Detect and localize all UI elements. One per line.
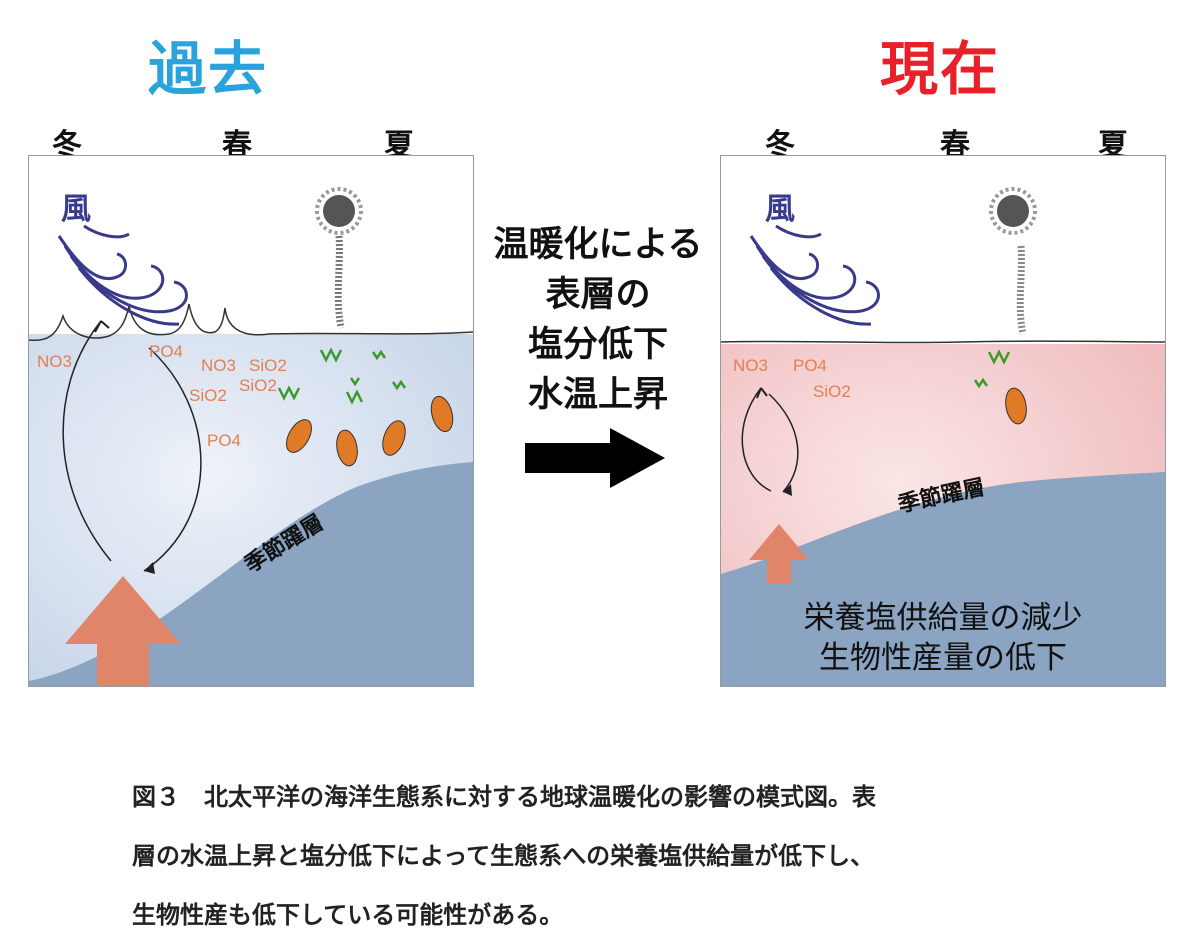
past-title: 過去 [148,35,269,103]
past-circulation-left [62,320,112,562]
past-wind-label: 風 [61,192,91,227]
caption-line: 層の水温上昇と塩分低下によって生態系への栄養塩供給量が低下し、 [132,842,875,870]
center-line: 水温上昇 [527,375,668,415]
nutrient-label: PO4 [793,356,828,375]
past-panel: 風 NO3 PO4 NO3 SiO2 SiO2 SiO2 PO4 季節躍層 [28,155,474,687]
past-sun-icon [315,187,363,329]
transition-arrow-icon [525,428,665,488]
past-zooplankton [286,395,454,467]
caption-line: 生物性産も低下している可能性がある。 [132,901,564,929]
present-circulation-left [741,387,772,492]
nutrient-label: SiO2 [813,382,851,401]
past-wind-swirl [57,224,188,326]
present-ocean-illustration [721,187,1165,686]
present-zooplankton [1005,387,1027,425]
past-ocean-illustration [29,187,473,686]
nutrient-label: PO4 [149,342,184,361]
nutrient-label: NO3 [733,356,768,375]
present-panel: 風 NO3 PO4 SiO2 季節躍層 栄養塩供給量の減少 生物性産量の低下 [720,155,1166,687]
nutrient-label: PO4 [207,431,242,450]
nutrient-label: SiO2 [189,386,227,405]
nutrient-label: SiO2 [239,376,277,395]
present-wind-label: 風 [765,192,795,227]
present-wind-swirl [749,224,880,326]
past-circulation-right [143,347,202,572]
present-deep-water [721,472,1165,686]
center-line: 温暖化による [493,225,703,265]
present-upwelling-arrow [749,524,809,584]
center-line: 塩分低下 [527,325,668,365]
nutrient-label: NO3 [201,356,236,375]
nutrient-label: NO3 [37,352,72,371]
present-waves [721,340,1165,344]
past-upwelling-arrow [65,576,181,686]
present-title: 現在 [880,35,1001,103]
center-line: 表層の [545,275,651,315]
past-phytoplankton [277,347,407,405]
caption-line: 図３ 北太平洋の海洋生態系に対する地球温暖化の影響の模式図。表 [132,783,876,811]
present-sun-icon [989,187,1037,335]
past-deep-water [29,462,473,686]
center-explanation: 温暖化による 表層の 塩分低下 水温上昇 [468,220,728,420]
present-result-text: 栄養塩供給量の減少 生物性産量の低下 [721,598,1165,678]
figure-caption: 図３ 北太平洋の海洋生態系に対する地球温暖化の影響の模式図。表 層の水温上昇と塩… [132,768,1112,945]
result-line: 栄養塩供給量の減少 [803,600,1083,636]
present-phytoplankton [973,349,1011,389]
nutrient-label: SiO2 [249,356,287,375]
present-circulation-right [768,393,799,493]
result-line: 生物性産量の低下 [819,640,1067,676]
